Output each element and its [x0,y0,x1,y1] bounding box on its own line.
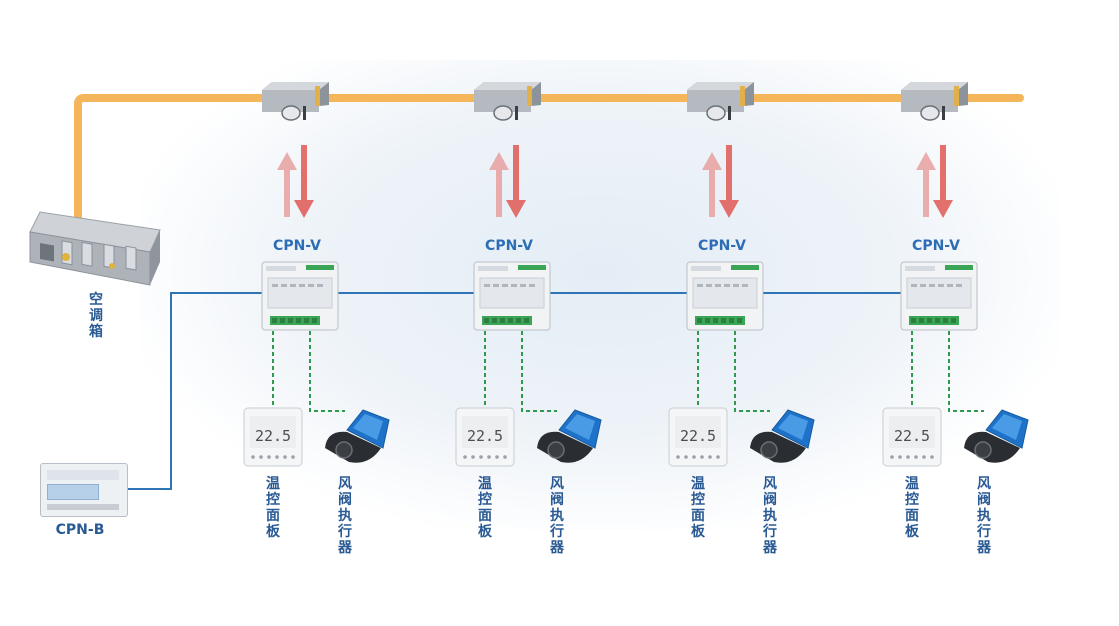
damper-actuator [750,409,815,463]
arrow-down [933,145,953,218]
damper-actuator [537,409,602,463]
air-handling-unit [29,211,161,286]
controller-label: CPN-V [273,238,321,254]
thermostat-label: 温控面板 [266,476,280,540]
vav-controller [686,261,764,331]
supply-duct [74,94,1024,234]
controller-label: CPN-V [485,238,533,254]
wiring-actuator [948,331,984,412]
thermostat-display: 22.5 [894,427,930,445]
thermostat-panel: 22.5 [882,407,942,467]
vav-controller [261,261,339,331]
vav-terminal-box [474,82,541,121]
vav-controller [473,261,551,331]
thermostat-panel: 22.5 [243,407,303,467]
wiring-actuator [521,331,557,412]
thermostat-label: 温控面板 [905,476,919,540]
ahu-label: 空调箱 [89,292,103,340]
wiring-actuator [309,331,345,412]
vav-terminal-box [687,82,754,121]
thermostat-panel: 22.5 [455,407,515,467]
actuator-label: 风阀执行器 [550,476,564,556]
arrow-up [489,152,509,217]
thermostat-display: 22.5 [467,427,503,445]
communication-bus [128,292,960,490]
thermostat-label: 温控面板 [691,476,705,540]
actuator-label: 风阀执行器 [763,476,777,556]
arrow-down [506,145,526,218]
wiring-actuator [734,331,770,412]
damper-actuator [964,409,1029,463]
actuator-label: 风阀执行器 [977,476,991,556]
thermostat-panel: 22.5 [668,407,728,467]
thermostat-label: 温控面板 [478,476,492,540]
master-controller [40,463,128,517]
thermostat-display: 22.5 [255,427,291,445]
thermostat-display: 22.5 [680,427,716,445]
zone-2: 22.5 [455,82,602,467]
zone-3: 22.5 [668,82,815,467]
arrow-down [719,145,739,218]
zone-4: 22.5 [882,82,1029,467]
actuator-label: 风阀执行器 [338,476,352,556]
damper-actuator [325,409,390,463]
controller-label: CPN-V [912,238,960,254]
zone-1: 22.5 [243,82,390,467]
vav-controller [900,261,978,331]
arrow-up [277,152,297,217]
arrow-down [294,145,314,218]
master-controller-label: CPN-B [55,522,105,538]
vav-terminal-box [901,82,968,121]
arrow-up [702,152,722,217]
controller-label: CPN-V [698,238,746,254]
arrow-up [916,152,936,217]
vav-terminal-box [262,82,329,121]
